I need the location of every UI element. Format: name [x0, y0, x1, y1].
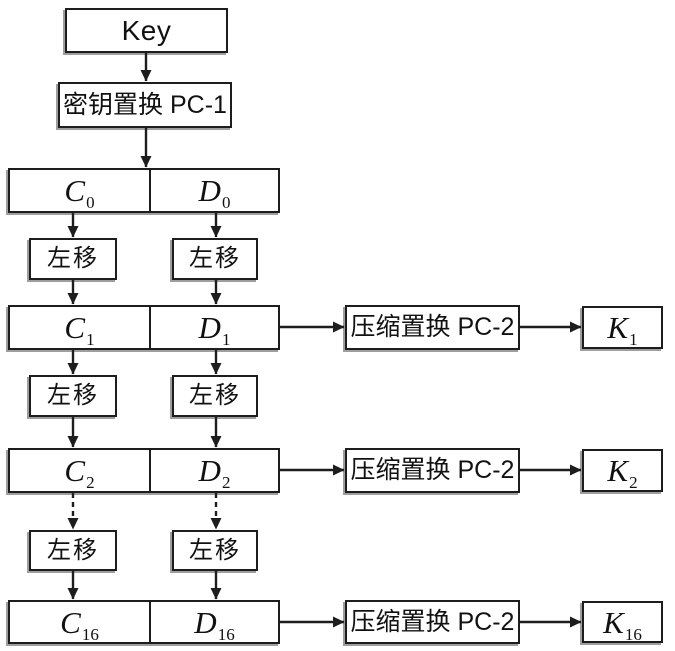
d0-label: D0 [198, 173, 231, 211]
register-row-c2d2: C2 D2 [8, 448, 280, 493]
pc1-label: 密钥置换 PC-1 [63, 90, 227, 119]
c0-subscript: 0 [86, 193, 95, 212]
left-shift-box-row1-right: 左移 [172, 238, 258, 280]
k1-subscript: 1 [629, 330, 638, 349]
k2-subscript: 2 [629, 473, 638, 492]
d2-cell: D2 [151, 450, 278, 491]
c1-subscript: 1 [86, 330, 95, 349]
c1-label: C1 [64, 310, 94, 348]
d0-subscript: 0 [221, 193, 231, 212]
left-shift-box-row3-right: 左移 [172, 530, 258, 571]
c2-subscript: 2 [86, 473, 95, 492]
d0-cell: D0 [151, 170, 278, 211]
d16-base: D [194, 604, 217, 640]
register-row-c0d0: C0 D0 [8, 168, 280, 213]
c2-label: C2 [64, 453, 94, 491]
c2-base: C [64, 453, 86, 488]
left-shift-label: 左移 [47, 536, 99, 564]
k2-box: K2 [582, 449, 663, 492]
d2-base: D [198, 453, 221, 488]
k2-label: K2 [607, 453, 637, 491]
k1-box: K1 [582, 306, 663, 349]
left-shift-box-row2-right: 左移 [172, 375, 258, 417]
k1-base: K [607, 310, 629, 345]
c0-label: C0 [64, 173, 94, 211]
d2-subscript: 2 [221, 473, 231, 492]
left-shift-label: 左移 [47, 382, 99, 409]
key-label: Key [121, 14, 172, 46]
register-row-c16d16: C16 D16 [8, 600, 280, 644]
d16-subscript: 16 [217, 624, 235, 644]
c2-cell: C2 [10, 450, 151, 491]
pc2-box-row3: 压缩置换 PC-2 [345, 600, 520, 644]
key-box: Key [65, 8, 228, 53]
k2-base: K [607, 453, 629, 488]
d16-label: D16 [194, 604, 234, 643]
left-shift-box-row3-left: 左移 [29, 530, 117, 571]
left-shift-box-row1-left: 左移 [29, 238, 117, 280]
left-shift-label: 左移 [189, 382, 241, 409]
k16-subscript: 16 [624, 624, 642, 644]
d1-subscript: 1 [221, 330, 231, 349]
d1-cell: D1 [151, 307, 278, 348]
pc2-label: 压缩置换 PC-2 [350, 456, 515, 484]
c16-subscript: 16 [81, 624, 99, 644]
k16-label: K16 [603, 604, 642, 643]
pc2-box-row1: 压缩置换 PC-2 [345, 305, 520, 350]
left-shift-box-row2-left: 左移 [29, 375, 117, 417]
register-row-c1d1: C1 D1 [8, 305, 280, 350]
c0-cell: C0 [10, 170, 151, 211]
left-shift-label: 左移 [189, 245, 241, 272]
c16-label: C16 [60, 604, 99, 643]
pc2-label: 压缩置换 PC-2 [350, 313, 515, 341]
k16-base: K [603, 604, 624, 640]
left-shift-label: 左移 [189, 536, 241, 564]
c1-base: C [64, 310, 86, 345]
d16-cell: D16 [151, 602, 278, 643]
k1-label: K1 [607, 310, 637, 348]
c1-cell: C1 [10, 307, 151, 348]
c16-base: C [60, 604, 81, 640]
c0-base: C [64, 173, 86, 208]
k16-box: K16 [582, 601, 663, 643]
pc2-label: 压缩置换 PC-2 [350, 607, 515, 636]
pc2-box-row2: 压缩置换 PC-2 [345, 448, 520, 493]
d1-base: D [198, 310, 221, 345]
pc1-box: 密钥置换 PC-1 [58, 82, 232, 128]
c16-cell: C16 [10, 602, 151, 643]
d0-base: D [198, 173, 221, 208]
left-shift-label: 左移 [47, 245, 99, 272]
d2-label: D2 [198, 453, 231, 491]
d1-label: D1 [198, 310, 231, 348]
